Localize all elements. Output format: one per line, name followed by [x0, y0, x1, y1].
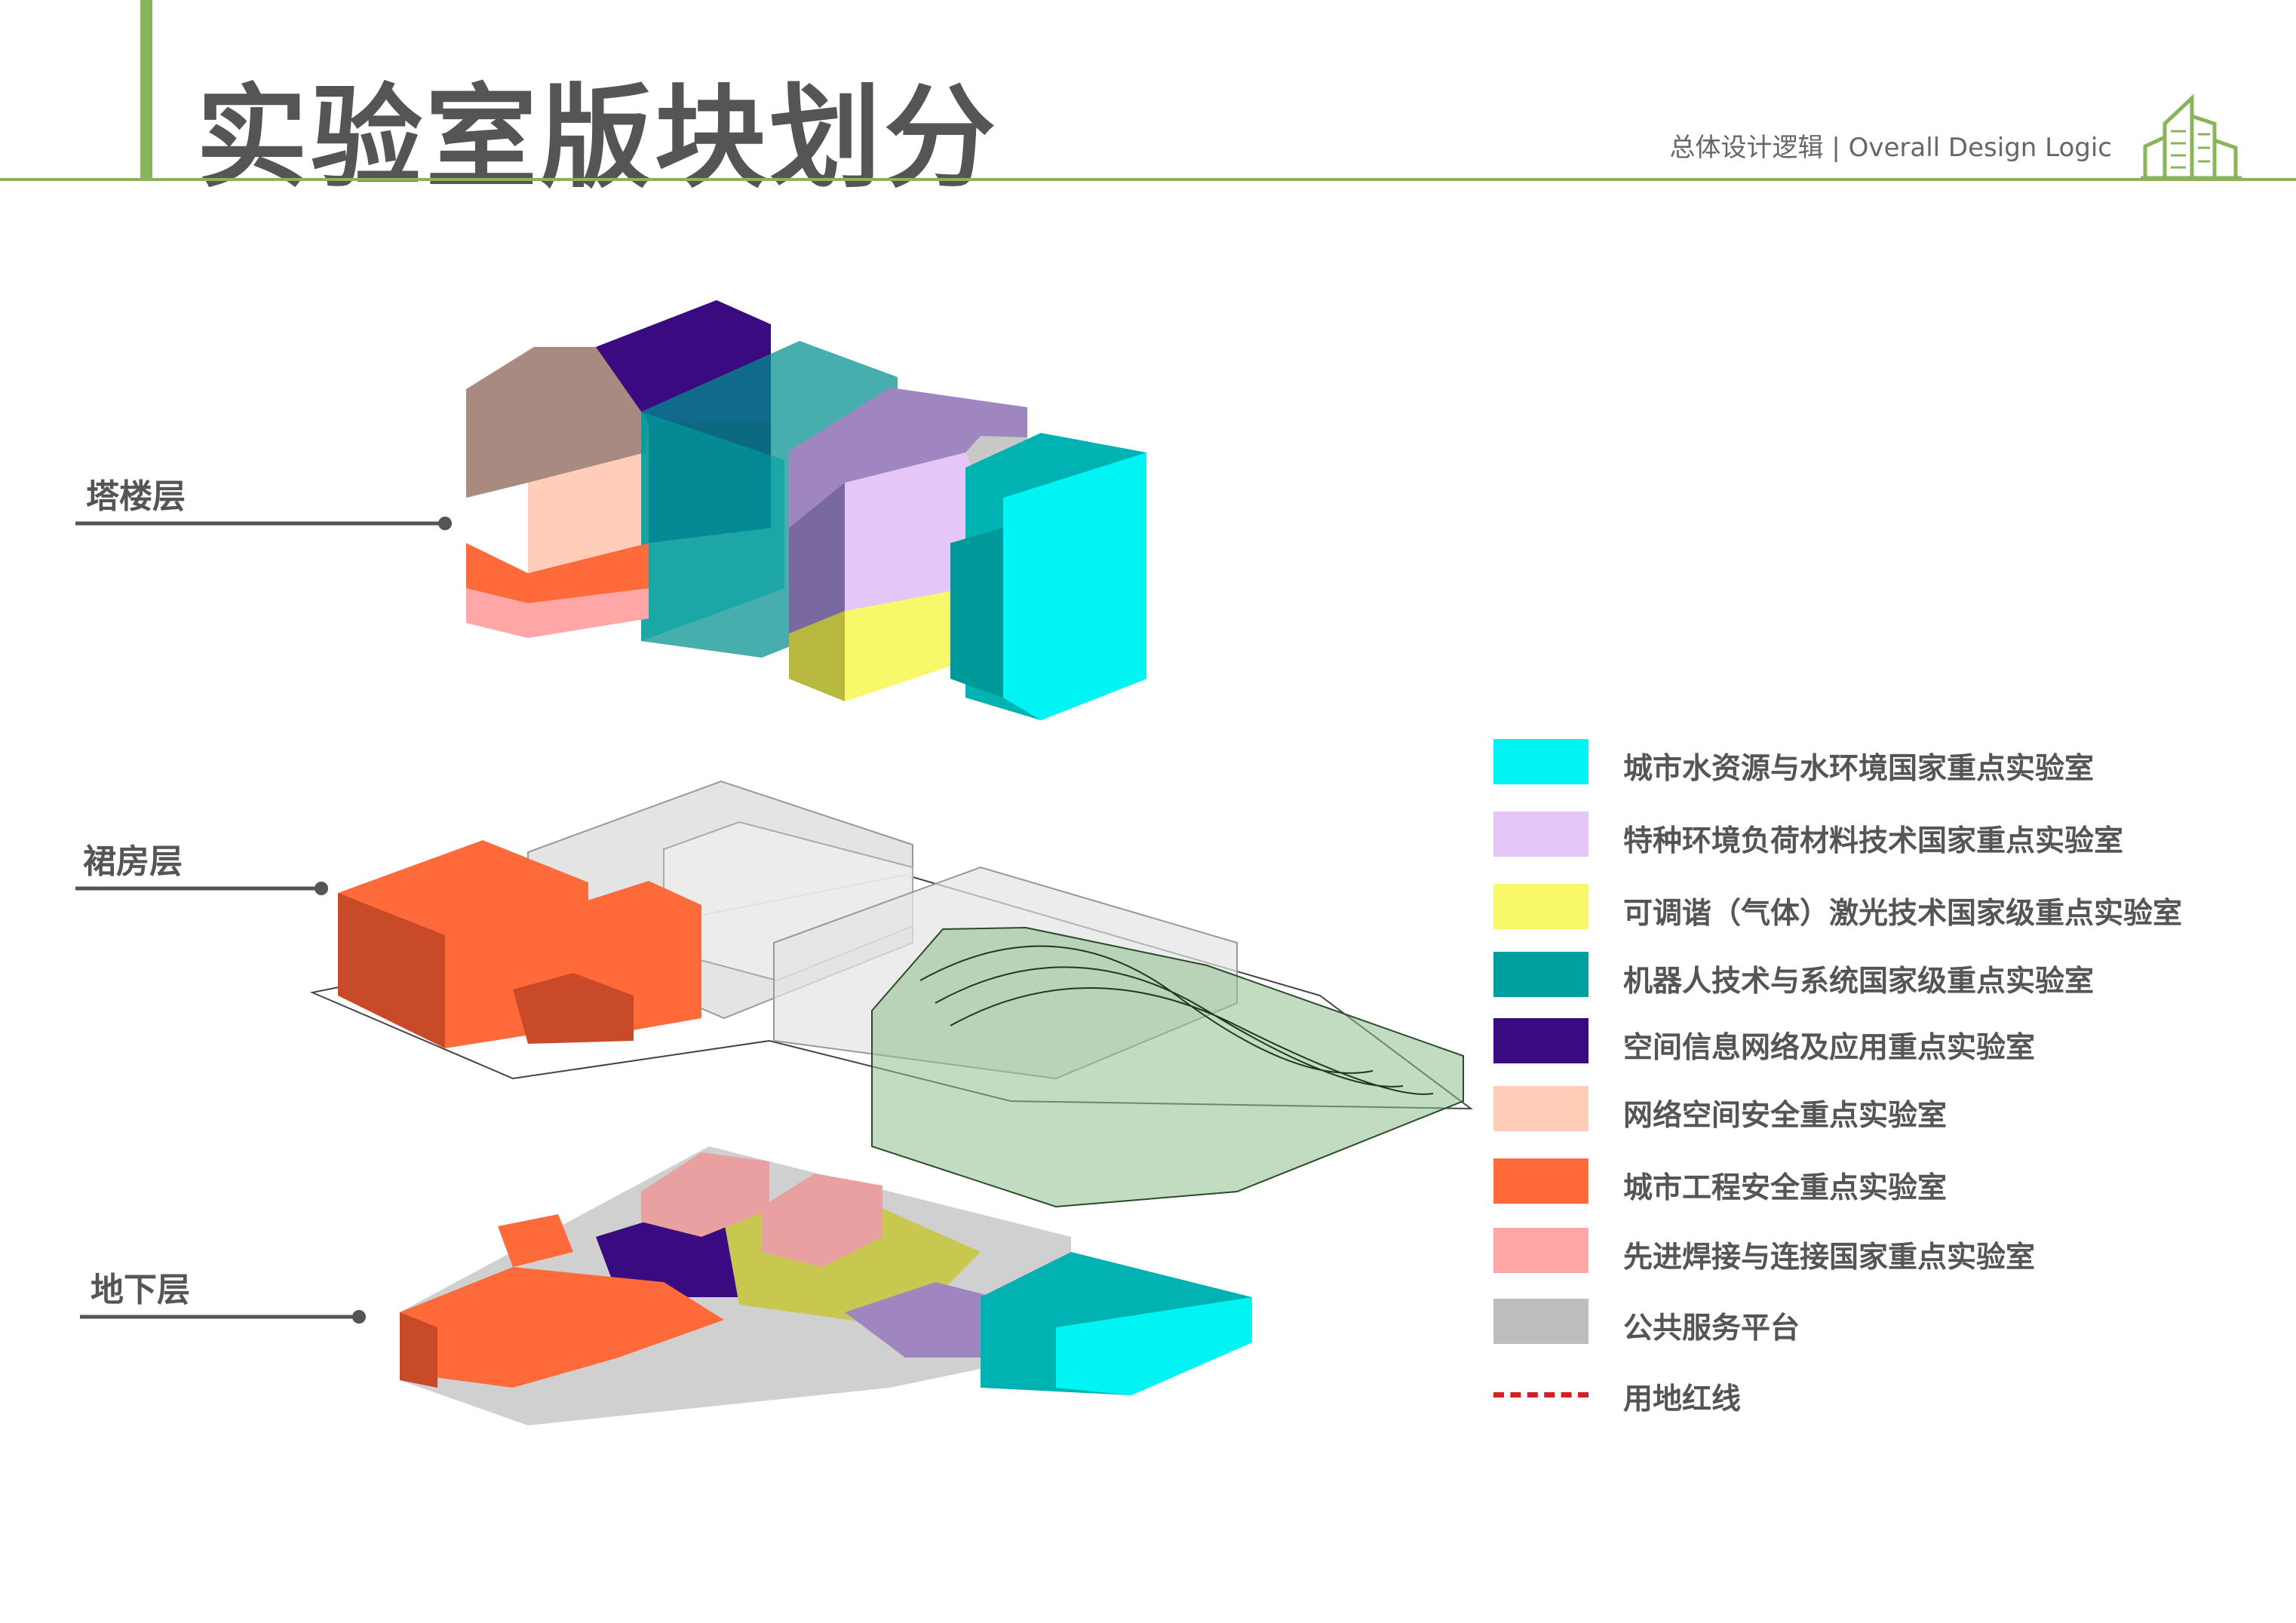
block-green-roof-campus	[871, 926, 1464, 1208]
block-special-materials	[789, 483, 845, 634]
legend-swatch	[1493, 1299, 1588, 1344]
block-robotics	[641, 412, 784, 641]
legend-label: 空间信息网络及应用重点实验室	[1623, 1031, 2036, 1065]
legend-label: 特种环境负荷材料技术国家重点实验室	[1623, 824, 2124, 858]
layer-label-basement: 地下层	[91, 1271, 190, 1309]
layer-leader-lines	[75, 517, 452, 1324]
legend-swatch	[1493, 1228, 1588, 1273]
tower-layer	[466, 300, 1146, 720]
block-water-resources	[1056, 1297, 1252, 1395]
legend-swatch	[1493, 1086, 1588, 1131]
legend-swatch	[1493, 1158, 1588, 1204]
block-cyber-security	[762, 1174, 882, 1267]
legend-item: 网络空间安全重点实验室	[1493, 1086, 2278, 1134]
legend-label: 城市工程安全重点实验室	[1623, 1171, 1948, 1205]
page-subtitle: 总体设计逻辑 | Overall Design Logic	[1669, 133, 2112, 163]
legend-swatch	[1493, 952, 1588, 997]
legend-item: 先进焊接与连接国家重点实验室	[1493, 1228, 2278, 1276]
block-urban-engineering-safety	[513, 973, 634, 1044]
block-special-materials	[845, 1282, 996, 1358]
legend-label: 网络空间安全重点实验室	[1623, 1099, 1948, 1133]
legend-label: 先进焊接与连接国家重点实验室	[1623, 1241, 2036, 1275]
legend-label: 公共服务平台	[1623, 1312, 1800, 1345]
legend-label: 城市水资源与水环境国家重点实验室	[1623, 752, 2095, 786]
legend-item: 特种环境负荷材料技术国家重点实验室	[1493, 812, 2278, 860]
block-advanced-welding	[466, 588, 649, 638]
legend-swatch	[1493, 739, 1588, 784]
legend-swatch	[1493, 1018, 1588, 1063]
legend-label: 机器人技术与系统国家级重点实验室	[1623, 965, 2095, 999]
block-water-resources	[1003, 453, 1146, 720]
legend-swatch	[1493, 812, 1588, 857]
legend-swatch	[1493, 884, 1588, 929]
legend-item: 城市工程安全重点实验室	[1493, 1158, 2278, 1207]
page-title: 实验室版块划分	[196, 73, 999, 203]
legend-label: 用地红线	[1623, 1382, 1742, 1416]
building-logo-icon	[2141, 94, 2242, 180]
block-urban-engineering-safety	[400, 1312, 437, 1388]
green-roof-contours	[919, 945, 1434, 1095]
legend-item: 机器人技术与系统国家级重点实验室	[1493, 952, 2278, 1000]
legend-item: 空间信息网络及应用重点实验室	[1493, 1018, 2278, 1066]
legend-item: 公共服务平台	[1493, 1299, 2278, 1347]
block-urban-engineering-safety	[498, 1214, 573, 1267]
block-water-resources	[950, 528, 1003, 698]
block-urban-engineering-safety	[400, 1267, 724, 1388]
basement-layer	[400, 1146, 1252, 1425]
layer-label-podium: 裙房层	[83, 842, 183, 881]
legend-item: 可调谐（气体）激光技术国家级重点实验室	[1493, 884, 2278, 932]
layer-label-tower: 塔楼层	[86, 477, 186, 516]
header-rule	[0, 178, 2296, 181]
block-tunable-laser	[845, 588, 981, 701]
legend-item: 城市水资源与水环境国家重点实验室	[1493, 739, 2278, 787]
block-cyber-security	[466, 347, 656, 498]
block-urban-engineering-safety	[338, 893, 445, 1048]
block-urban-engineering-safety	[466, 543, 649, 603]
header-accent-bar	[140, 0, 152, 181]
block-cyber-security	[528, 347, 656, 573]
legend-swatch-dashed	[1493, 1392, 1588, 1397]
block-cyber-security	[641, 1152, 769, 1237]
legend-item: 用地红线	[1493, 1370, 2278, 1418]
block-tunable-laser	[789, 611, 845, 701]
legend-label: 可调谐（气体）激光技术国家级重点实验室	[1623, 897, 2183, 931]
podium-layer	[309, 780, 1474, 1208]
